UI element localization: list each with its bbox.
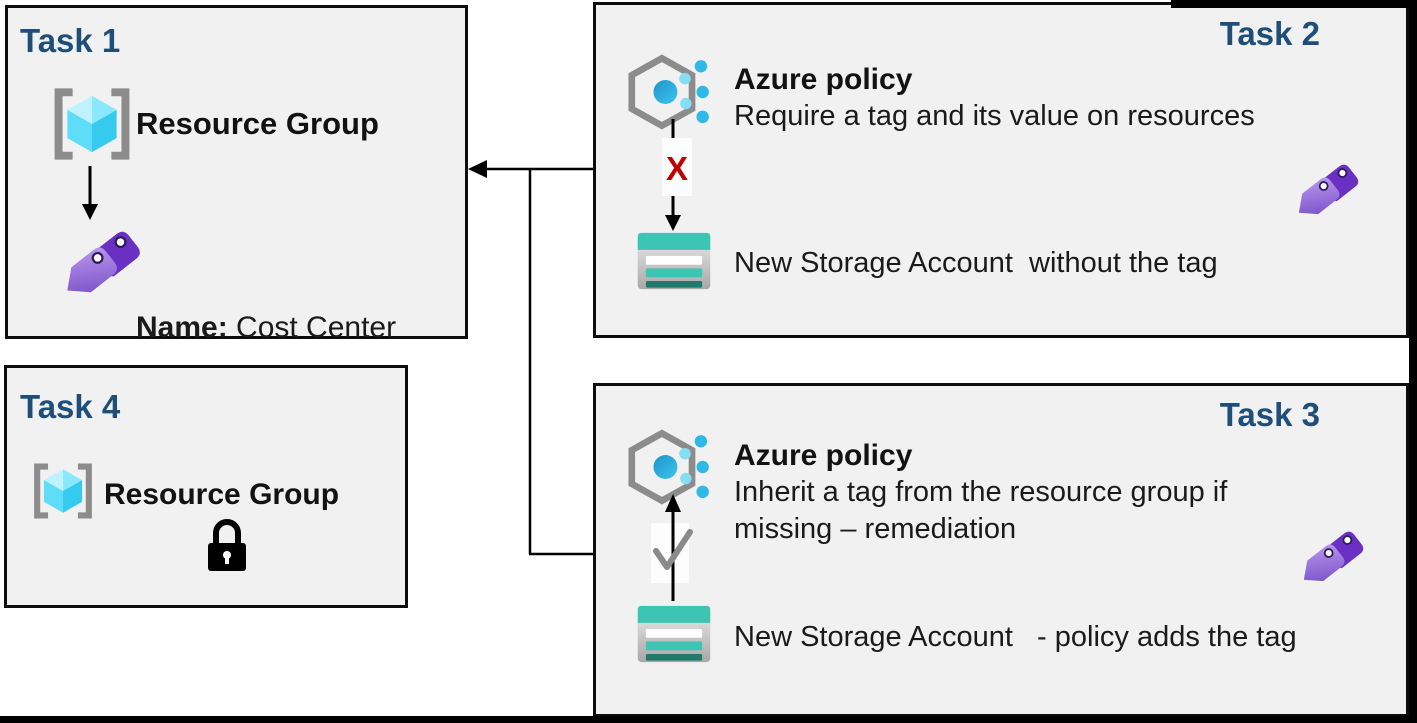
slide-border-right — [1409, 0, 1417, 723]
task1-box: Task 1 Resource Group Name: Cost Center … — [5, 5, 468, 473]
resource-group-icon — [48, 86, 136, 162]
tag-icon — [54, 220, 142, 308]
task3-box: Task 3 Azure policy Inherit a tag from t… — [593, 383, 1409, 717]
task3-title: Task 3 — [1219, 396, 1320, 433]
task2-box: Task 2 Azure policy Require a tag and it… — [593, 2, 1409, 338]
tag-name-line: Name: Cost Center — [136, 306, 396, 349]
arrow-up-icon — [653, 494, 693, 601]
resource-group-icon — [29, 460, 97, 522]
arrow-down-icon — [665, 119, 681, 231]
tag-name-value: Cost Center — [227, 311, 397, 344]
task1-title: Task 1 — [20, 22, 121, 59]
task2-storage-label: New Storage Account without the tag — [734, 247, 1218, 279]
azure-policy-icon — [626, 428, 712, 506]
tag-name-label: Name: — [136, 311, 228, 344]
x-mark-icon: X — [665, 150, 688, 187]
task2-policy-text: Azure policy Require a tag and its value… — [734, 62, 1255, 135]
lock-icon — [207, 518, 247, 572]
azure-policy-icon — [626, 53, 712, 131]
task3-policy-description-line2: missing – remediation — [734, 513, 1017, 545]
tag-icon — [1293, 522, 1365, 594]
check-marker-background — [651, 523, 689, 583]
storage-account-icon — [637, 232, 711, 290]
task2-policy-description: Require a tag and its value on resources — [734, 100, 1255, 132]
task4-resource-group-label: Resource Group — [104, 478, 340, 511]
tag-icon — [1288, 155, 1360, 227]
task2-policy-name: Azure policy — [734, 63, 913, 96]
task4-title: Task 4 — [20, 388, 121, 425]
task4-box: Task 4 Resource Group — [4, 365, 408, 608]
slide-border-top — [1171, 0, 1417, 8]
task1-resource-group-label: Resource Group — [136, 106, 379, 141]
slide-border-bottom — [0, 716, 1417, 723]
task3-policy-name: Azure policy — [734, 439, 913, 472]
storage-account-icon — [637, 605, 711, 663]
deny-marker-background — [662, 138, 692, 196]
task3-policy-text: Azure policy Inherit a tag from the reso… — [734, 438, 1227, 548]
task2-title: Task 2 — [1219, 15, 1320, 52]
task3-storage-label: New Storage Account - policy adds the ta… — [734, 621, 1297, 653]
task3-policy-description-line1: Inherit a tag from the resource group if — [734, 476, 1228, 508]
